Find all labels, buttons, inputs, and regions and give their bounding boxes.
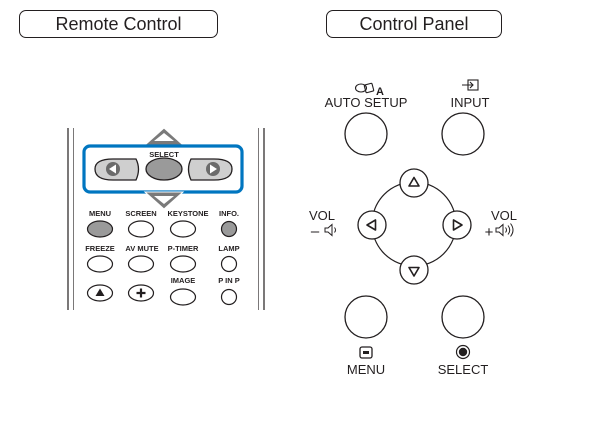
remote-control: SELECT MENU SCREEN KEYSTONE INFO. FREEZE… xyxy=(67,127,265,310)
down-arrow-icon xyxy=(408,266,420,277)
menu-icon xyxy=(359,346,373,359)
panel-left-button[interactable] xyxy=(357,210,387,240)
triangle-up-icon xyxy=(95,288,105,296)
panel-down-button[interactable] xyxy=(399,255,429,285)
speaker-icon xyxy=(324,223,336,237)
remote-screen-button[interactable] xyxy=(127,220,155,238)
panel-up-button[interactable] xyxy=(399,168,429,198)
left-arrow-icon xyxy=(109,164,116,174)
speaker-icon xyxy=(495,223,514,237)
remote-p-timer-label: P-TIMER xyxy=(168,244,199,253)
remote-screen-label: SCREEN xyxy=(125,209,156,218)
select-label: SELECT xyxy=(438,362,489,377)
remote-select-label: SELECT xyxy=(149,150,179,159)
up-arrow-icon xyxy=(154,133,174,141)
remote-info-label: INFO. xyxy=(219,209,239,218)
menu-button[interactable] xyxy=(344,295,388,339)
control-panel: A AUTO SETUP INPUT VOL – VOL + xyxy=(309,79,517,377)
auto-setup-icon-letter: A xyxy=(376,86,384,98)
remote-control-label: Remote Control xyxy=(19,10,218,38)
remote-lamp-button[interactable] xyxy=(220,255,238,273)
select-icon xyxy=(455,344,471,360)
remote-freeze-button[interactable] xyxy=(86,255,114,273)
remote-image-label: IMAGE xyxy=(171,276,196,285)
remote-av-mute-button[interactable] xyxy=(127,255,155,273)
down-arrow-icon xyxy=(154,196,174,204)
remote-info-button[interactable] xyxy=(220,220,238,238)
input-button[interactable] xyxy=(441,112,485,156)
remote-pinp-button[interactable] xyxy=(220,288,238,306)
remote-menu-button[interactable] xyxy=(86,220,114,238)
plus-icon xyxy=(136,288,146,298)
remote-image-button[interactable] xyxy=(169,288,197,306)
remote-pinp-label: P IN P xyxy=(218,276,240,285)
remote-lamp-label: LAMP xyxy=(218,244,239,253)
right-arrow-icon xyxy=(452,219,463,231)
remote-av-mute-label: AV MUTE xyxy=(125,244,158,253)
panel-right-button[interactable] xyxy=(442,210,472,240)
remote-freeze-label: FREEZE xyxy=(85,244,115,253)
vol-minus-sign: – xyxy=(311,223,320,240)
vol-minus-label: VOL xyxy=(309,208,335,223)
input-label: INPUT xyxy=(451,95,490,110)
up-arrow-icon xyxy=(408,176,420,187)
remote-menu-label: MENU xyxy=(89,209,111,218)
right-arrow-icon xyxy=(210,164,217,174)
vol-plus-sign: + xyxy=(485,224,494,241)
menu-label: MENU xyxy=(347,362,385,377)
remote-keystone-label: KEYSTONE xyxy=(167,209,208,218)
select-button[interactable] xyxy=(441,295,485,339)
remote-select-button[interactable] xyxy=(145,157,183,181)
vol-plus-label: VOL xyxy=(491,208,517,223)
auto-setup-label: AUTO SETUP xyxy=(325,95,408,110)
remote-keystone-button[interactable] xyxy=(169,220,197,238)
control-panel-label: Control Panel xyxy=(326,10,502,38)
left-arrow-icon xyxy=(366,219,377,231)
remote-p-timer-button[interactable] xyxy=(169,255,197,273)
auto-setup-button[interactable] xyxy=(344,112,388,156)
auto-setup-icon xyxy=(354,82,375,94)
input-icon xyxy=(462,79,479,91)
